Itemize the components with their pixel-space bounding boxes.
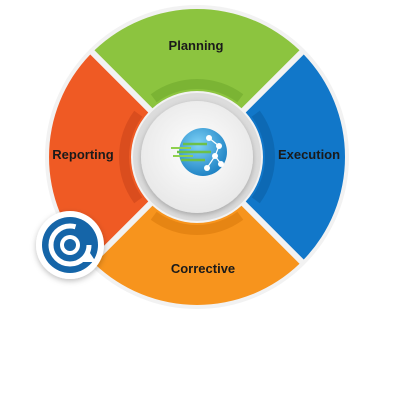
segment-shade-corrective xyxy=(150,211,244,236)
label-corrective: Corrective xyxy=(171,261,235,276)
label-reporting: Reporting xyxy=(52,147,113,162)
globe-network-icon xyxy=(171,128,227,176)
cycle-refresh-icon xyxy=(36,211,104,279)
label-planning: Planning xyxy=(169,38,224,53)
segment-execution xyxy=(245,54,345,260)
segment-shade-planning xyxy=(150,79,244,103)
segment-planning xyxy=(94,9,300,109)
segment-shade-reporting xyxy=(118,110,143,204)
segment-reporting xyxy=(49,54,149,260)
segment-shade-execution xyxy=(251,110,276,204)
label-execution: Execution xyxy=(278,147,340,162)
segment-corrective xyxy=(94,205,300,305)
segments-group xyxy=(49,9,345,305)
